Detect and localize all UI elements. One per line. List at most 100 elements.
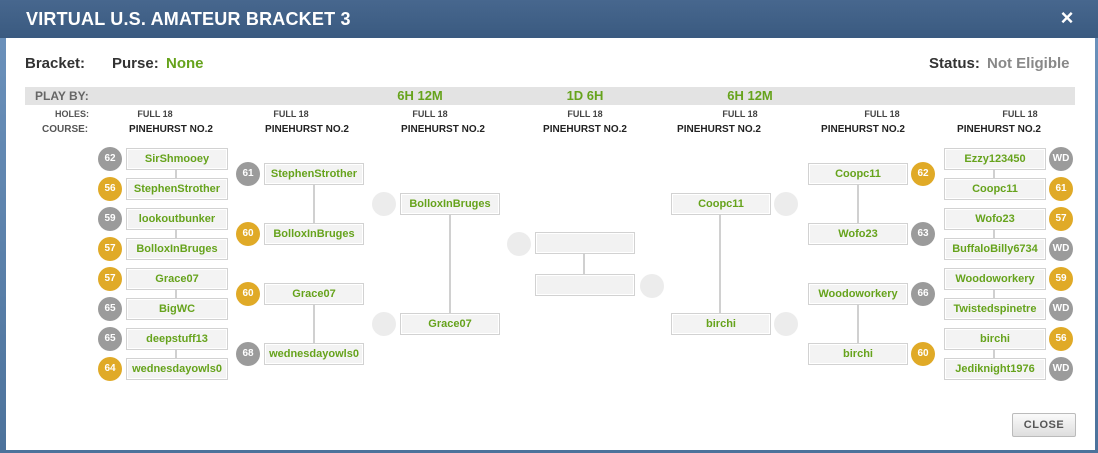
bracket-connector (175, 289, 177, 298)
score-badge: 59 (1049, 267, 1073, 291)
course-value: PINEHURST NO.2 (265, 124, 349, 135)
score-badge (774, 192, 798, 216)
final-slot[interactable] (535, 274, 635, 296)
player-slot[interactable]: Grace07 (126, 268, 228, 290)
player-slot[interactable]: birchi (944, 328, 1046, 350)
bracket-connector (313, 184, 315, 223)
bracket-label: Bracket: (25, 55, 86, 72)
holes-value: FULL 18 (864, 109, 900, 119)
player-slot[interactable]: Woodoworkery (808, 283, 908, 305)
course-value: PINEHURST NO.2 (401, 124, 485, 135)
player-slot[interactable]: Grace07 (400, 313, 500, 335)
score-badge: 65 (98, 297, 122, 321)
player-slot[interactable]: Wofo23 (808, 223, 908, 245)
score-badge (507, 232, 531, 256)
score-badge: 66 (911, 282, 935, 306)
player-slot[interactable]: BolloxInBruges (264, 223, 364, 245)
player-slot[interactable]: Twistedspinetre (944, 298, 1046, 320)
holes-value: FULL 18 (1002, 109, 1038, 119)
course-label: COURSE: (42, 124, 89, 135)
score-badge: WD (1049, 147, 1073, 171)
holes-value: FULL 18 (273, 109, 309, 119)
score-badge: 64 (98, 357, 122, 381)
score-badge: 68 (236, 342, 260, 366)
score-badge: 56 (98, 177, 122, 201)
score-badge: 60 (911, 342, 935, 366)
course-value: PINEHURST NO.2 (957, 124, 1041, 135)
score-badge: 61 (236, 162, 260, 186)
score-badge: WD (1049, 297, 1073, 321)
play-by-label: PLAY BY: (35, 89, 89, 103)
score-badge: 56 (1049, 327, 1073, 351)
bracket-connector (449, 214, 451, 313)
bracket-connector (175, 349, 177, 358)
player-slot[interactable]: BolloxInBruges (400, 193, 500, 215)
bracket-connector (175, 229, 177, 238)
score-badge: 57 (98, 267, 122, 291)
score-badge (640, 274, 664, 298)
player-slot[interactable]: BigWC (126, 298, 228, 320)
player-slot[interactable]: Coopc11 (671, 193, 771, 215)
player-slot[interactable]: SirShmooey (126, 148, 228, 170)
player-slot[interactable]: birchi (808, 343, 908, 365)
holes-value: FULL 18 (137, 109, 173, 119)
modal-header: VIRTUAL U.S. AMATEUR BRACKET 3 × (0, 0, 1098, 38)
bracket-connector (719, 214, 721, 313)
player-slot[interactable]: BolloxInBruges (126, 238, 228, 260)
score-badge: 60 (236, 222, 260, 246)
bracket-connector (857, 184, 859, 223)
bracket-connector (175, 169, 177, 178)
score-badge (774, 312, 798, 336)
holes-value: FULL 18 (412, 109, 448, 119)
score-badge: 62 (98, 147, 122, 171)
score-badge: 62 (911, 162, 935, 186)
close-icon[interactable]: × (1060, 5, 1074, 30)
score-badge (372, 192, 396, 216)
player-slot[interactable]: StephenStrother (264, 163, 364, 185)
course-value: PINEHURST NO.2 (543, 124, 627, 135)
bracket-connector (993, 289, 995, 298)
score-badge: 59 (98, 207, 122, 231)
bracket-connector (583, 253, 585, 274)
bracket-connector (857, 304, 859, 343)
player-slot[interactable]: Wofo23 (944, 208, 1046, 230)
holes-value: FULL 18 (722, 109, 758, 119)
bracket-connector (313, 304, 315, 343)
player-slot[interactable]: wednesdayowls0 (264, 343, 364, 365)
play-by-bar (25, 87, 1075, 105)
purse-label: Purse: (112, 55, 159, 72)
play-by-time: 1D 6H (566, 88, 604, 103)
play-by-time: 6H 12M (727, 88, 773, 103)
player-slot[interactable]: Woodoworkery (944, 268, 1046, 290)
modal-title: VIRTUAL U.S. AMATEUR BRACKET 3 (26, 9, 351, 29)
play-by-time: 6H 12M (397, 88, 443, 103)
player-slot[interactable]: Jediknight1976 (944, 358, 1046, 380)
course-value: PINEHURST NO.2 (821, 124, 905, 135)
player-slot[interactable]: Coopc11 (944, 178, 1046, 200)
player-slot[interactable]: deepstuff13 (126, 328, 228, 350)
player-slot[interactable]: birchi (671, 313, 771, 335)
status-value: Not Eligible (987, 55, 1070, 72)
player-slot[interactable]: Coopc11 (808, 163, 908, 185)
course-value: PINEHURST NO.2 (677, 124, 761, 135)
score-badge: WD (1049, 237, 1073, 261)
score-badge: 57 (98, 237, 122, 261)
score-badge: 65 (98, 327, 122, 351)
player-slot[interactable]: lookoutbunker (126, 208, 228, 230)
score-badge: WD (1049, 357, 1073, 381)
close-button[interactable]: CLOSE (1012, 413, 1076, 437)
final-slot[interactable] (535, 232, 635, 254)
bracket-connector (993, 169, 995, 178)
score-badge: 61 (1049, 177, 1073, 201)
holes-label: HOLES: (55, 109, 90, 119)
score-badge: 57 (1049, 207, 1073, 231)
bracket-connector (993, 229, 995, 238)
player-slot[interactable]: Grace07 (264, 283, 364, 305)
player-slot[interactable]: BuffaloBilly6734 (944, 238, 1046, 260)
holes-value: FULL 18 (567, 109, 603, 119)
player-slot[interactable]: Ezzy123450 (944, 148, 1046, 170)
player-slot[interactable]: wednesdayowls0 (126, 358, 228, 380)
status-label: Status: (929, 55, 980, 72)
purse-value: None (166, 55, 204, 72)
player-slot[interactable]: StephenStrother (126, 178, 228, 200)
